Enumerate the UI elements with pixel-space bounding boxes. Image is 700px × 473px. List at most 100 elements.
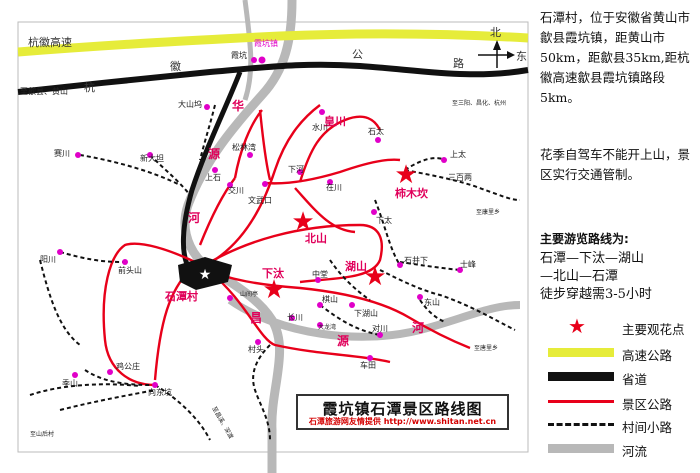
label-qiantoushan: 前头山 [118,265,142,275]
dot-dalongwan [317,322,323,328]
provincial-char-gong: 公 [352,48,363,61]
label-cuntou: 村头 [248,344,264,354]
label-jiaochuan: 交川 [228,185,244,195]
route-heading: 主要游览路线为: [540,232,629,246]
dot-jishan [72,372,78,378]
dot-changchuan [289,315,295,321]
label-shimukan: 柿木坎 [395,186,429,200]
compass-east-arrow-icon [507,51,515,59]
path-5 [404,169,521,201]
path-8 [379,269,516,331]
dot-cuntou [255,339,261,345]
dest-kangli-1: 至康里乡 [476,208,500,216]
dot-chetian [367,355,373,361]
label-zhongtang: 中堂 [312,269,328,279]
star-icon-beishan: ★ [291,207,314,237]
dot-shangtai [441,157,447,163]
path-3 [149,154,191,196]
scenic-road-7 [264,158,401,185]
scenic-road-2 [199,223,383,284]
compass-north: 北 [490,26,501,39]
label-songlinwan: 松林湾 [232,142,256,152]
dot-shangshi [212,167,218,173]
label-xiahe: 下河 [288,164,304,174]
label-qishan: 棋山 [322,294,338,304]
river-north-branch [242,0,254,101]
dot-xiatai2 [371,209,377,215]
compass: 北 东 [478,26,527,68]
label-shifeng: 士峰 [460,259,476,269]
provincial-spur [181,71,243,272]
label-wenwukou: 文武口 [248,195,272,205]
rivers [180,0,521,473]
legend-scenic-swatch [548,400,614,403]
intro-text: 石潭村，位于安徽省黄山市歙县霞坑镇，距黄山市50km，距歙县35km,距杭徽高速… [540,10,691,105]
dot-shitai [375,137,381,143]
label-sanbailiang: 三百两 [448,173,472,182]
label-jishan: 季山 [62,378,78,388]
expressway-name: 杭徽高速 [28,35,72,49]
dot-xiahe [297,169,303,175]
scenic-road-1 [199,104,321,270]
route-line-2: —北山—石潭 [540,269,619,284]
dot-xindatan [147,152,153,158]
label-shitai: 石太 [368,126,384,136]
legend-row-provincial: 省道 [540,368,698,388]
scenic-road-9 [258,109,272,181]
legend-expressway-swatch [548,348,614,357]
dot-jigongzhuang [107,369,113,375]
provincial-road [17,61,529,95]
legend-row-scenic: 景区公路 [540,393,698,413]
label-shuichuan: 水川 [312,122,328,132]
legend-river-swatch [548,444,614,453]
path-9 [399,261,461,271]
river-char-chang: 昌 [250,311,262,325]
scenic-road-5 [102,242,196,387]
map-title-box: 霞坑镇石潭景区路线图 石潭旅游网友情提供 http://www.shitan.n… [296,394,509,430]
dot-qiantoushan [122,259,128,265]
scenic-road-10 [233,109,263,179]
legend-row-star: ★ 主要观花点 [540,314,698,338]
map-title: 霞坑镇石潭景区路线图 [322,400,483,418]
label-dongshan: 东山 [424,297,440,307]
dot-saichuan [75,152,81,158]
legend-star-icon: ★ [568,314,586,338]
dot-yangchuan [57,249,63,255]
label-xiakeng: 霞坑 [231,50,247,60]
dot-songlinwan [247,152,253,158]
label-saichuan: 赛川 [54,148,70,158]
river-char-yuan2: 源 [337,333,349,348]
note-text: 花季自驾车不能开上山，景区实行交通管制。 [540,147,691,182]
label-zaichuan: 在川 [326,182,342,192]
dest-shanhou: 至山后村 [30,430,54,438]
label-yangchuan: 阳川 [40,255,56,264]
route-description: 石潭—下汰—湖山 —北山—石潭 徒步穿越需3-5小时 [540,250,698,304]
label-dashanwu: 大山坞 [178,99,202,109]
legend-label-river: 河流 [622,444,648,459]
dot-xiakeng-town [258,56,266,64]
label-xindatan: 新大坦 [140,153,164,163]
legend-row-river: 河流 [540,440,698,460]
compass-east: 东 [516,50,527,63]
label-shanjianting: 山间亭 [240,290,258,298]
star-icon-hushan: ★ [363,262,386,292]
legend-label-path: 村间小路 [622,420,673,435]
scenic-road-8 [298,115,382,183]
label-shangtai: 上太 [450,149,466,159]
path-12 [154,384,211,441]
west-destination: 至歙县、黄山 [20,86,68,96]
dot-shuichuan [319,109,325,115]
dot-qishan [317,302,323,308]
river-char-he1: 河 [187,210,200,225]
label-huangchuan: 皇川 [324,114,346,128]
label-shitancun: 石潭村 [164,289,198,303]
label-duichuan: 对川 [372,323,388,333]
dot-dashanwu [204,104,210,110]
river-char-hua: 华 [232,98,244,113]
provincial-char-hui: 徽 [170,59,181,73]
dot-shijingxia [397,262,403,268]
river-char-he2: 河 [411,320,424,335]
village-dots [57,56,463,388]
provincial-char-lu: 路 [453,57,464,70]
village-paths [29,104,521,441]
